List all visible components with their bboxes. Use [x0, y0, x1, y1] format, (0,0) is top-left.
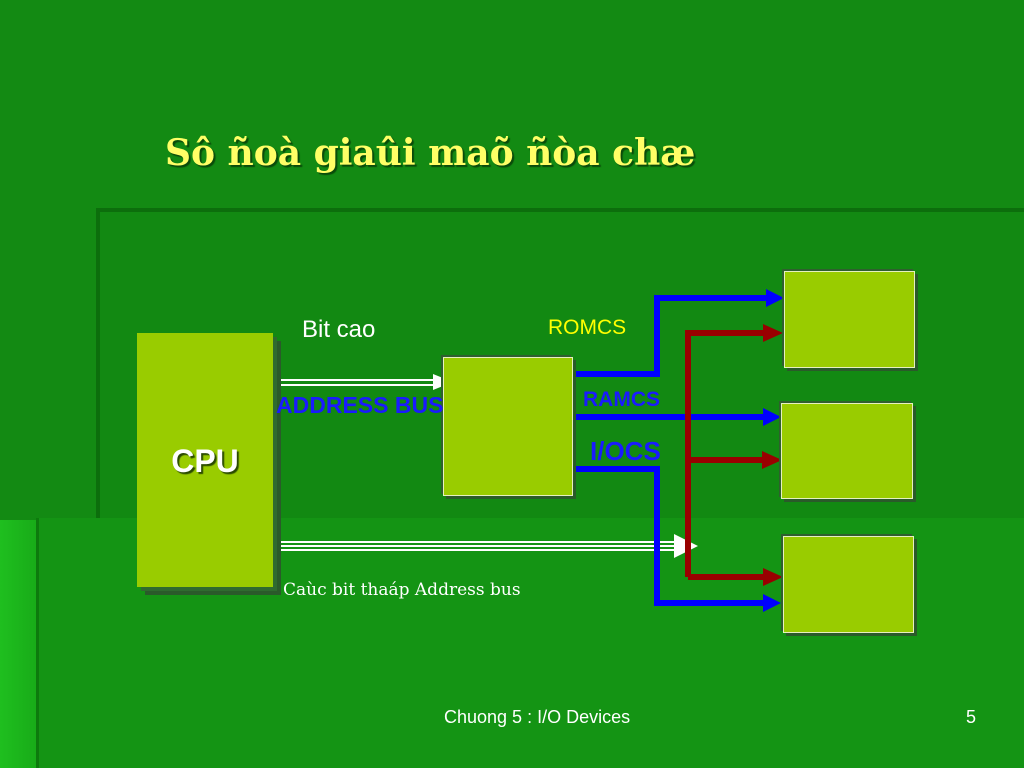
- rom-low-bits-arrowhead: [763, 324, 783, 342]
- romcs-arrowhead: [766, 289, 784, 307]
- romcs-line: [571, 295, 770, 377]
- low-bits-bus-arrow: [273, 534, 698, 558]
- address-bus-label: ADDRESS BUS: [276, 392, 444, 418]
- slide-footer: Chuong 5 : I/O Devices: [444, 707, 631, 727]
- slide-title: Sô ñoà giaûi maõ ñòa chæ: [165, 132, 696, 174]
- iocs-line: [571, 466, 767, 606]
- high-bits-bus-arrow: [273, 374, 453, 390]
- high-bits-label: Bit cao: [302, 316, 376, 343]
- page-number: 5: [966, 707, 977, 727]
- cpu-block: CPU: [137, 333, 273, 587]
- low-bits-distribution-line: [685, 330, 767, 580]
- ramcs-arrowhead: [763, 408, 781, 426]
- cpu-label: CPU: [171, 443, 239, 479]
- iocs-arrowhead: [763, 594, 781, 612]
- ram-chip-block: [781, 403, 913, 499]
- decoder-block: [443, 357, 573, 496]
- io-chip-block: [783, 536, 914, 633]
- ram-low-bits-arrowhead: [762, 451, 782, 469]
- rom-chip-block: [784, 271, 915, 368]
- ramcs-label: RAMCS: [583, 388, 660, 411]
- iocs-label: I/OCS: [590, 436, 661, 466]
- romcs-label: ROMCS: [548, 316, 627, 339]
- io-low-bits-arrowhead: [763, 568, 783, 586]
- low-bits-label: Caùc bit thaáp Address bus: [283, 580, 521, 600]
